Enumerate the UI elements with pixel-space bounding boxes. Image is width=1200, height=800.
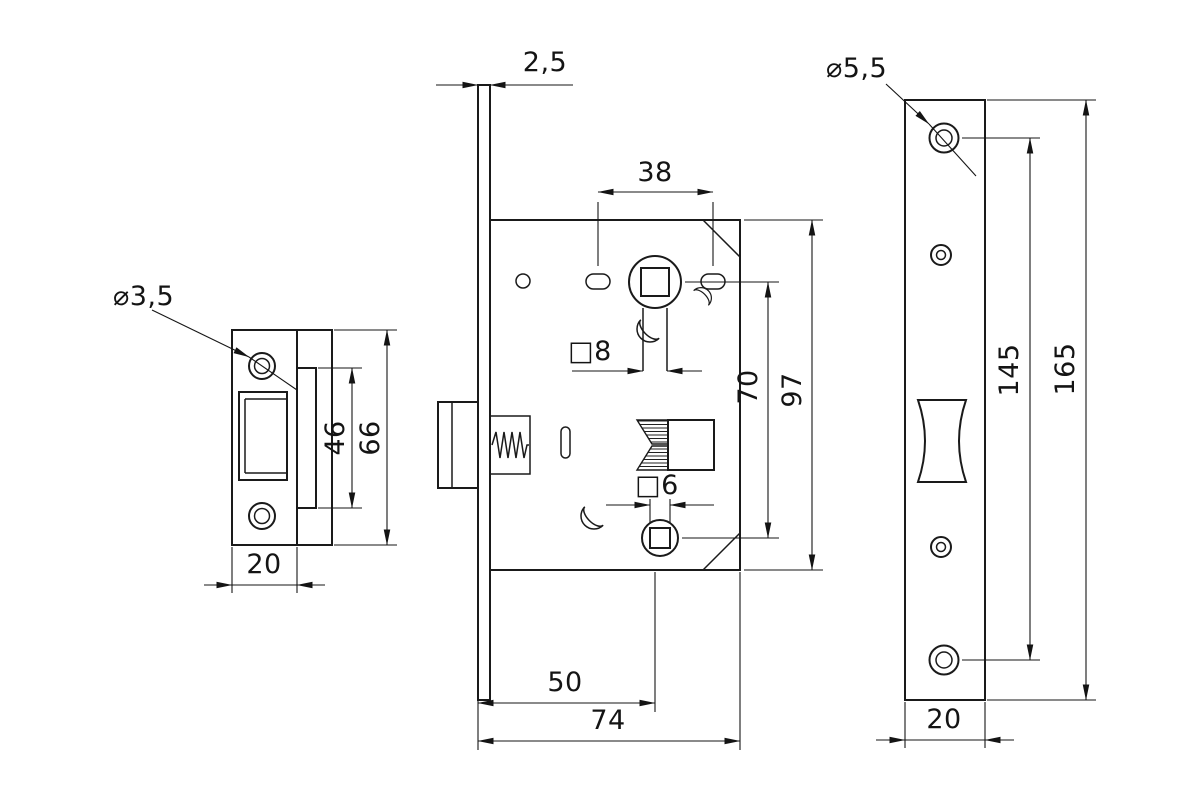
dim-hole-spacing: 38 <box>597 157 714 266</box>
backset-label: 50 <box>547 667 582 698</box>
latch-spring <box>491 431 529 459</box>
body-height-label: 97 <box>777 372 808 407</box>
cam-crescent-1 <box>636 319 660 343</box>
strike-screw-hole-bottom <box>248 502 276 530</box>
faceplate-width-label: 20 <box>926 704 961 735</box>
dim-strike-outer-height: 66 <box>334 329 397 546</box>
faceplate-height-label: 165 <box>1050 342 1081 395</box>
strike-latch-box <box>238 391 288 481</box>
body-screw-hole <box>515 273 531 289</box>
strike-width-label: 20 <box>246 549 281 580</box>
dim-screw-spacing: 145 <box>962 137 1040 661</box>
wc-follower <box>641 519 679 557</box>
spindle-bottom-label: □6 <box>635 470 679 501</box>
faceplate-screw-top <box>928 122 960 154</box>
strike-inner-height-label: 46 <box>320 420 351 455</box>
faceplate-hole-lower <box>930 536 952 558</box>
dim-backset: 50 <box>477 572 656 750</box>
faceplate-hole-dia-label: ⌀5,5 <box>826 53 887 84</box>
faceplate-screw-bottom <box>928 644 960 676</box>
dim-strike-width: 20 <box>204 547 325 593</box>
strike-plate-view: ⌀3,5 46 66 20 <box>113 281 397 593</box>
dim-strike-hole-dia: ⌀3,5 <box>113 281 298 391</box>
strike-plate-outline <box>231 329 333 546</box>
dim-faceplate-thickness: 2,5 <box>436 47 573 89</box>
dim-body-height: 97 <box>744 219 823 571</box>
dim-strike-inner-height: 46 <box>318 367 362 509</box>
spindle-top-label: □8 <box>568 336 612 367</box>
dim-spindle-top: □8 <box>568 336 702 375</box>
dim-faceplate-width: 20 <box>876 702 1014 748</box>
dim-faceplate-height: 165 <box>987 99 1096 701</box>
dim-follower-distance: 70 <box>682 281 779 539</box>
dim-spindle-bottom: □6 <box>606 470 714 524</box>
strike-hole-dia-label: ⌀3,5 <box>113 281 174 312</box>
cam-mechanism <box>635 419 715 471</box>
handle-follower <box>628 255 682 371</box>
body-depth-label: 74 <box>590 705 625 736</box>
faceplate-view: ⌀5,5 145 165 20 <box>826 53 1096 748</box>
cam-crescent-3 <box>580 506 604 530</box>
strike-screw-hole-top <box>248 352 276 380</box>
dim-body-depth: 74 <box>477 572 741 750</box>
lock-body-view: 2,5 <box>436 47 823 750</box>
lock-body-outline <box>489 219 741 571</box>
hole-spacing-label: 38 <box>637 157 672 188</box>
strike-outer-height-label: 66 <box>355 420 386 455</box>
faceplate-outline <box>904 99 986 701</box>
faceplate-latch-window <box>916 399 968 483</box>
follower-distance-label: 70 <box>733 369 764 404</box>
slot-detail <box>560 426 571 459</box>
handle-hole-left <box>585 273 611 290</box>
faceplate-edge <box>477 84 491 701</box>
latch-bolt <box>437 401 531 489</box>
screw-spacing-label: 145 <box>994 343 1025 396</box>
faceplate-thickness-label: 2,5 <box>523 47 567 78</box>
cam-crescent-2 <box>693 287 712 306</box>
dim-faceplate-hole-dia: ⌀5,5 <box>826 53 977 177</box>
faceplate-hole-upper <box>930 244 952 266</box>
